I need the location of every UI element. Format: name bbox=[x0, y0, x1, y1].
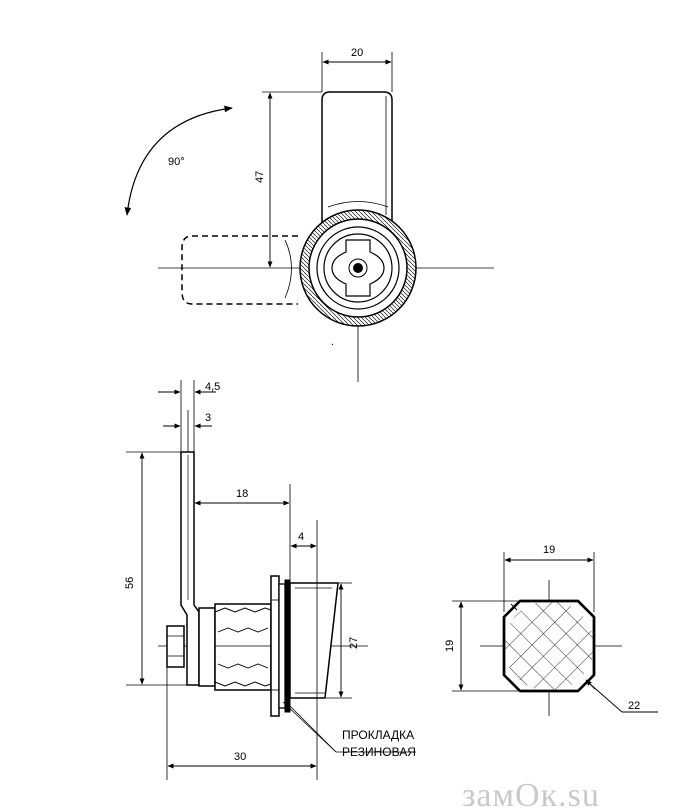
thread-top bbox=[214, 607, 272, 613]
cutout-dim-width-label: 19 bbox=[543, 544, 555, 556]
front-bezel bbox=[289, 582, 339, 699]
threaded-body bbox=[214, 603, 272, 691]
cutout-hatch-2 bbox=[504, 601, 594, 691]
cam-rotated-position bbox=[181, 235, 298, 305]
dim-4-label: 4 bbox=[298, 531, 304, 543]
top-view: 90° 20 47 . bbox=[124, 47, 494, 382]
dim-56-label: 56 bbox=[124, 577, 136, 589]
dim-4-5-label: 4,5 bbox=[205, 381, 220, 393]
cutout-dim-height-label: 19 bbox=[444, 640, 456, 652]
dim-30-label: 30 bbox=[234, 751, 246, 763]
thread-mid-2 bbox=[217, 663, 269, 669]
cutout-diag-leader bbox=[589, 683, 623, 713]
cam-rotated-arc bbox=[284, 239, 292, 299]
keyhole-icon bbox=[353, 263, 363, 273]
washer-1 bbox=[270, 575, 280, 717]
stray-mark: . bbox=[331, 336, 334, 348]
thread-mid-1 bbox=[217, 627, 269, 633]
gasket-label-line2: РЕЗИНОВАЯ bbox=[342, 745, 416, 759]
lock-body-back bbox=[198, 607, 216, 687]
cutout-view: 19 19 22 bbox=[444, 544, 658, 716]
side-view: 4,5 3 56 18 4 27 30 ПРОКЛАДКА РЕЗИНОВАЯ bbox=[124, 380, 416, 780]
gasket-label-line1: ПРОКЛАДКА bbox=[342, 728, 414, 742]
gasket-leader-2 bbox=[287, 703, 337, 753]
rotation-angle-label: 90° bbox=[168, 156, 185, 168]
dim-20-label: 20 bbox=[351, 47, 363, 59]
thread-bottom bbox=[214, 681, 272, 687]
diag-tick bbox=[510, 603, 518, 611]
dim-18-label: 18 bbox=[236, 488, 248, 500]
dim-27-label: 27 bbox=[348, 637, 360, 649]
cutout-diag-arrow bbox=[585, 679, 596, 690]
cam-base-arc bbox=[327, 201, 389, 208]
cutout-outline-top bbox=[502, 599, 596, 693]
cam-lever bbox=[321, 91, 393, 225]
shaft-nut bbox=[166, 625, 185, 668]
watermark: замОк.su bbox=[462, 777, 600, 812]
dim-47-label: 47 bbox=[254, 171, 266, 183]
washer-2 bbox=[278, 583, 286, 709]
dim-3-label: 3 bbox=[205, 412, 211, 424]
rotation-arc bbox=[124, 105, 233, 216]
cutout-dim-diag-label: 22 bbox=[628, 700, 640, 712]
